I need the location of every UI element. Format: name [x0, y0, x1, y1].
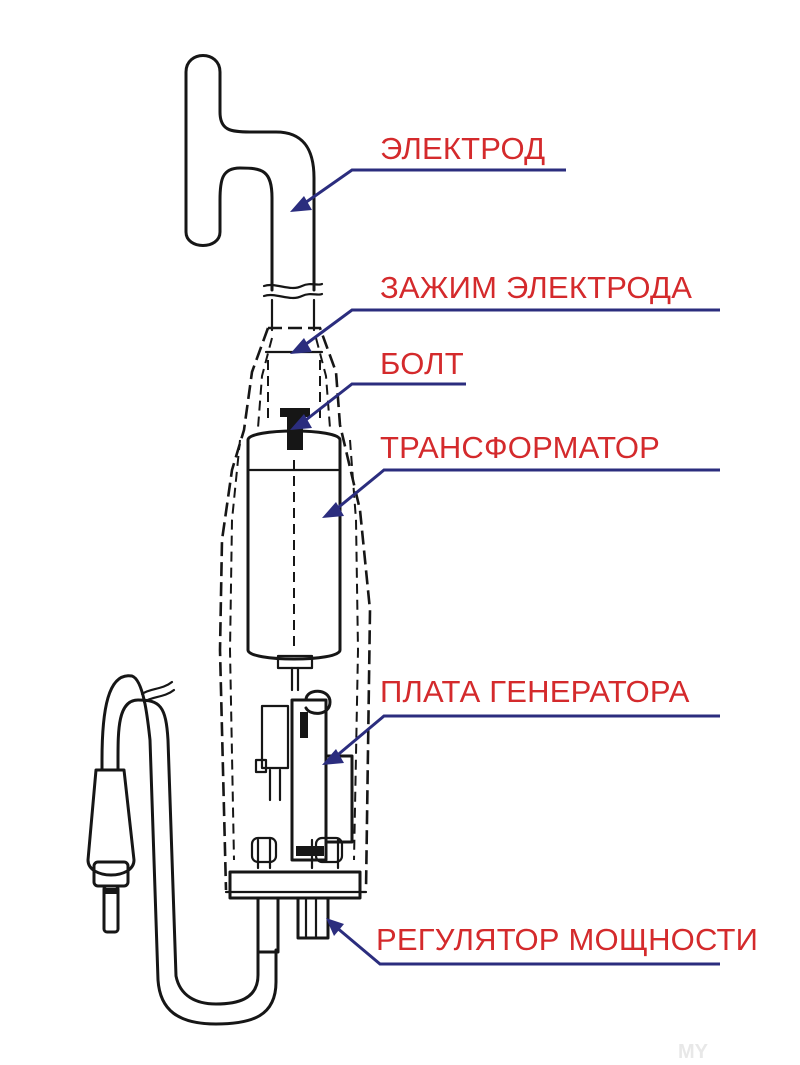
- label-transformer: ТРАНСФОРМАТОР: [380, 430, 660, 465]
- label-electrode-group: ЭЛЕКТРОД: [290, 131, 566, 212]
- label-bolt: БОЛТ: [380, 346, 464, 381]
- label-electrode: ЭЛЕКТРОД: [380, 131, 545, 166]
- label-bolt-group: БОЛТ: [290, 346, 466, 430]
- label-electrode-clamp-group: ЗАЖИМ ЭЛЕКТРОДА: [290, 270, 720, 354]
- label-transformer-group: ТРАНСФОРМАТОР: [322, 430, 720, 518]
- cable-plug-drawing: [86, 674, 278, 1026]
- label-electrode-clamp: ЗАЖИМ ЭЛЕКТРОДА: [380, 270, 692, 305]
- label-power-regulator-group: РЕГУЛЯТОР МОЩНОСТИ: [326, 918, 758, 966]
- generator-board-drawing: [250, 689, 354, 870]
- electrode-drawing: [184, 54, 324, 332]
- label-power-regulator: РЕГУЛЯТОР МОЩНОСТИ: [376, 922, 758, 957]
- housing-outline: [218, 326, 372, 891]
- label-generator-board-group: ПЛАТА ГЕНЕРАТОРА: [322, 674, 720, 765]
- label-generator-board: ПЛАТА ГЕНЕРАТОРА: [380, 674, 690, 709]
- watermark: MY: [678, 1041, 709, 1063]
- transformer-drawing: [246, 429, 342, 692]
- base-cap-drawing: [224, 870, 368, 954]
